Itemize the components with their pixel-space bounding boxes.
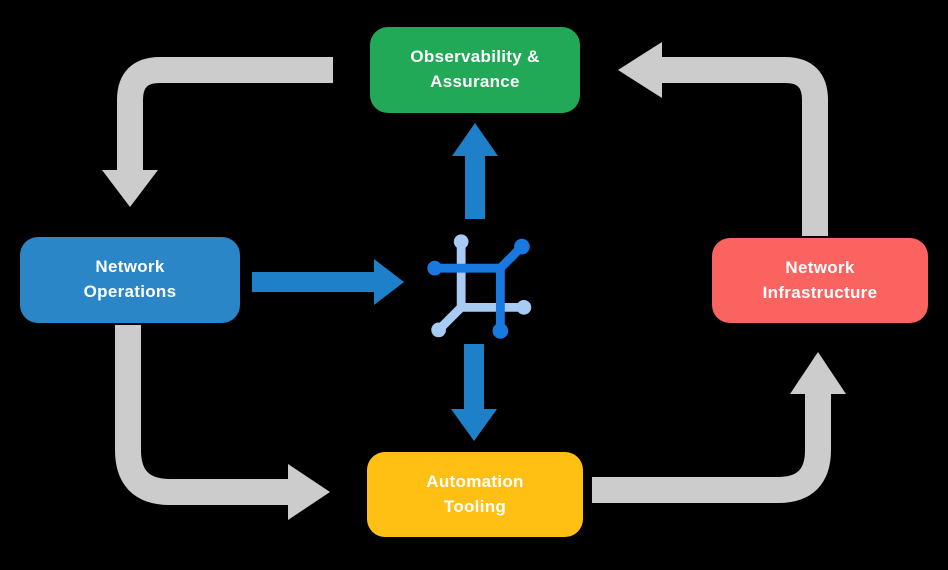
node-label-line: Operations	[83, 282, 177, 301]
arrowhead-down	[102, 170, 158, 207]
node-network-operations: Network Operations	[20, 237, 240, 323]
arrowhead-right	[374, 259, 404, 305]
node-observability-assurance: Observability & Assurance	[370, 27, 580, 113]
cycle-arrow-automation-to-infrastructure	[592, 352, 846, 503]
node-label-line: Network	[95, 257, 165, 277]
cycle-arrow-observability-to-operations	[102, 57, 333, 207]
cycle-arrow-infrastructure-to-observability	[618, 42, 828, 236]
cycle-arrow-operations-to-automation	[115, 325, 330, 520]
arrowhead-right	[288, 464, 330, 520]
node-network-infrastructure: Network Infrastructure	[712, 238, 928, 323]
network-mesh-icon	[427, 234, 532, 339]
flow-arrow-center-to-observability	[452, 123, 498, 219]
node-label-line: Infrastructure	[762, 282, 878, 302]
arrowhead-left	[618, 42, 662, 98]
arrowhead-down	[451, 409, 497, 441]
node-label-line: Assurance	[430, 72, 520, 91]
node-label-line: Network	[785, 257, 855, 277]
node-label-line: Observability &	[410, 47, 540, 67]
node-label-line: Tooling	[443, 496, 507, 516]
arrowhead-up	[790, 352, 846, 394]
node-automation-tooling: Automation Tooling	[367, 452, 583, 537]
flow-arrow-operations-to-center	[252, 259, 404, 305]
node-label-line: Automation	[426, 471, 524, 491]
arrowhead-up	[452, 123, 498, 156]
flow-arrow-center-to-automation	[451, 344, 497, 441]
